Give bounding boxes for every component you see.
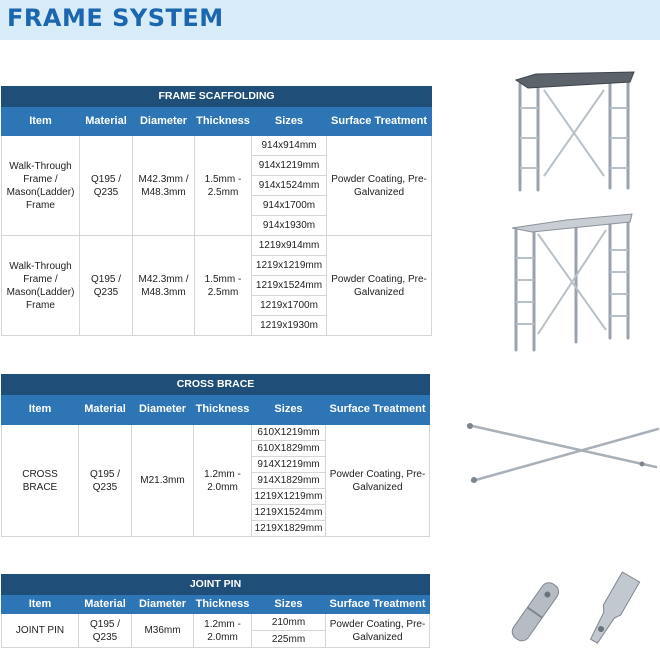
size-cell: 225mm [251,630,326,648]
table-title: JOINT PIN [0,574,431,595]
column-header-sizes: Sizes [251,594,326,614]
size-cell: 914X1829mm [251,472,326,489]
table-row: CROSS BRACE Q195 / Q235 M21.3mm 1.2mm - … [1,424,431,537]
surface-cell: Powder Coating, Pre-Galvanized [325,135,433,236]
mason-ladder-frame-image [511,213,633,352]
column-header-item: Item [1,106,80,136]
column-header-material: Material [78,594,132,614]
diameter-cell: M36mm [131,613,194,648]
size-cell: 1219x1524mm [251,275,327,296]
item-cell: CROSS BRACE [1,424,79,537]
surface-cell: Powder Coating, Pre-Galvanized [324,613,431,648]
size-cell: 914X1219mm [251,456,326,473]
material-cell: Q195 / Q235 [79,235,133,336]
table-row: JOINT PIN Q195 / Q235 M36mm 1.2mm - 2.0m… [1,613,431,648]
column-header-item: Item [1,594,79,614]
item-cell: Walk-Through Frame / Mason(Ladder) Frame [1,135,80,236]
size-cell: 1219X1524mm [251,504,326,521]
column-header-diameter: Diameter [131,394,194,425]
material-cell: Q195 / Q235 [79,135,133,236]
column-header-material: Material [79,106,133,136]
header-banner: FRAME SYSTEM [0,0,660,40]
surface-cell: Powder Coating, Pre-Galvanized [324,424,431,537]
size-cell: 1219X1219mm [251,488,326,505]
column-header-surface-treatment: Surface Treatment [324,594,431,614]
table-title: FRAME SCAFFOLDING [0,86,433,107]
size-cell: 1219x1930m [251,315,327,336]
diameter-cell: M42.3mm / M48.3mm [132,135,195,236]
table-row: Walk-Through Frame / Mason(Ladder) Frame… [1,235,433,336]
column-header-thickness: Thickness [193,594,252,614]
size-cell: 1219x1700m [251,295,327,316]
size-cell: 914x1524mm [251,175,327,196]
page-title: FRAME SYSTEM [7,4,224,32]
diameter-cell: M21.3mm [131,424,194,537]
column-header-thickness: Thickness [194,106,252,136]
size-cell: 914x914mm [251,135,327,156]
size-cell: 610X1219mm [251,424,326,441]
cross-brace-table: CROSS BRACE Item Material Diameter Thick… [0,374,431,537]
joint-pin-table: JOINT PIN Item Material Diameter Thickne… [0,574,431,648]
column-header-diameter: Diameter [131,594,194,614]
column-header-thickness: Thickness [193,394,252,425]
size-cell: 210mm [251,613,326,631]
column-header-sizes: Sizes [251,394,326,425]
table-title: CROSS BRACE [0,374,431,395]
walk-through-frame-image [514,71,635,192]
table-row: Walk-Through Frame / Mason(Ladder) Frame… [1,135,433,236]
column-header-item: Item [1,394,79,425]
size-cell: 1219x914mm [251,235,327,256]
column-header-material: Material [78,394,132,425]
size-cell: 914x1700m [251,195,327,216]
thickness-cell: 1.2mm - 2.0mm [193,613,252,648]
size-cell: 610X1829mm [251,440,326,457]
size-cell: 914x1219mm [251,155,327,176]
joint-pin-image [511,571,641,644]
item-cell: JOINT PIN [1,613,79,648]
column-header-surface-treatment: Surface Treatment [325,106,433,136]
thickness-cell: 1.2mm - 2.0mm [193,424,252,537]
material-cell: Q195 / Q235 [78,613,132,648]
item-cell: Walk-Through Frame / Mason(Ladder) Frame [1,235,80,336]
thickness-cell: 1.5mm - 2.5mm [194,235,252,336]
surface-cell: Powder Coating, Pre-Galvanized [325,235,433,336]
thickness-cell: 1.5mm - 2.5mm [194,135,252,236]
column-header-sizes: Sizes [251,106,327,136]
size-cell: 914x1930m [251,215,327,236]
cross-brace-image [466,423,660,483]
frame-scaffolding-table: FRAME SCAFFOLDING Item Material Diameter… [0,86,433,336]
column-header-surface-treatment: Surface Treatment [324,394,431,425]
size-cell: 1219x1219mm [251,255,327,276]
size-cell: 1219X1829mm [251,520,326,537]
material-cell: Q195 / Q235 [78,424,132,537]
diameter-cell: M42.3mm / M48.3mm [132,235,195,336]
column-header-diameter: Diameter [132,106,195,136]
